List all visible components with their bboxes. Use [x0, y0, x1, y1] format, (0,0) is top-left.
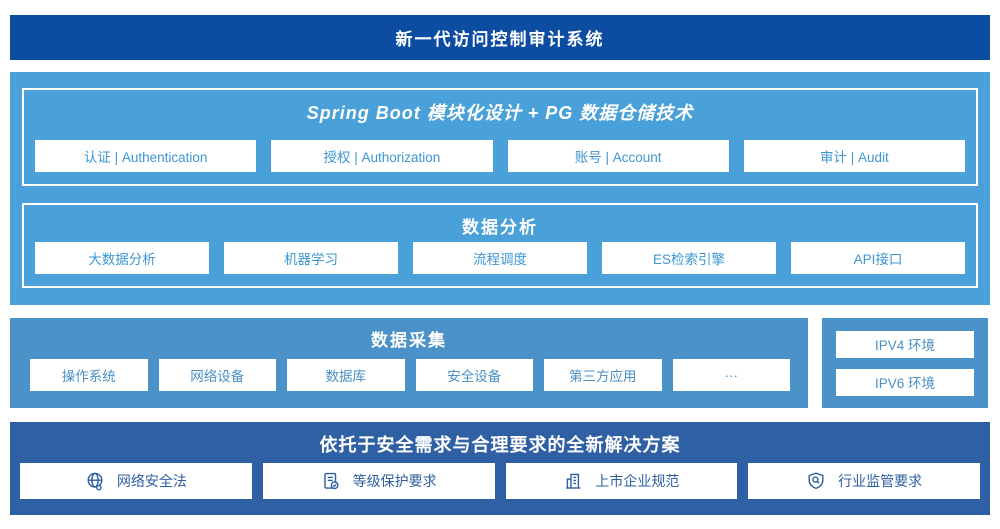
- solution-listed-company: 上市企业规范: [505, 463, 738, 499]
- module-api-interface: API接口: [791, 242, 965, 274]
- solution-cybersecurity-law: 网络安全法: [20, 463, 252, 499]
- module-audit: 审计 | Audit: [743, 140, 965, 172]
- springboot-section: Spring Boot 模块化设计 + PG 数据仓储技术 认证 | Authe…: [22, 88, 978, 186]
- header-bar: 新一代访问控制审计系统: [10, 15, 990, 60]
- data-collection-panel: 数据采集 操作系统 网络设备 数据库 安全设备 第三方应用 ···: [10, 318, 808, 408]
- module-security-device: 安全设备: [415, 359, 533, 391]
- ipv6-environment: IPV6 环境: [836, 368, 974, 396]
- data-analysis-section: 数据分析 大数据分析 机器学习 流程调度 ES检索引擎 API接口: [22, 203, 978, 288]
- solution-industry-regulation: 行业监管要求: [748, 463, 980, 499]
- solution-label: 上市企业规范: [595, 473, 680, 489]
- solution-classified-protection: 等级保护要求: [262, 463, 495, 499]
- data-collection-title: 数据采集: [371, 331, 447, 350]
- module-es-search-engine: ES检索引擎: [602, 242, 776, 274]
- ipv4-environment: IPV4 环境: [836, 330, 974, 358]
- module-more-ellipsis: ···: [672, 359, 790, 391]
- springboot-module-row: 认证 | Authentication 授权 | Authorization 账…: [35, 140, 965, 172]
- module-authentication: 认证 | Authentication: [35, 140, 257, 172]
- solution-label: 网络安全法: [116, 473, 187, 489]
- module-bigdata-analysis: 大数据分析: [35, 242, 209, 274]
- ip-environment-panel: IPV4 环境 IPV6 环境: [822, 318, 988, 408]
- module-account: 账号 | Account: [507, 140, 729, 172]
- solution-label: 等级保护要求: [352, 473, 437, 489]
- globe-icon: [85, 471, 105, 491]
- module-process-scheduling: 流程调度: [413, 242, 587, 274]
- module-operating-system: 操作系统: [30, 359, 148, 391]
- data-analysis-title: 数据分析: [462, 218, 538, 237]
- platform-panel: Spring Boot 模块化设计 + PG 数据仓储技术 认证 | Authe…: [10, 72, 990, 305]
- solution-panel: 依托于安全需求与合理要求的全新解决方案 网络安全法: [10, 422, 990, 515]
- module-database: 数据库: [287, 359, 405, 391]
- shield-search-icon: [806, 471, 826, 491]
- solution-title: 依托于安全需求与合理要求的全新解决方案: [319, 435, 681, 455]
- document-check-icon: [321, 471, 341, 491]
- solution-label: 行业监管要求: [838, 473, 923, 489]
- building-icon: [563, 471, 583, 491]
- module-authorization: 授权 | Authorization: [271, 140, 493, 172]
- springboot-section-title: Spring Boot 模块化设计 + PG 数据仓储技术: [306, 103, 694, 123]
- page-title: 新一代访问控制审计系统: [395, 30, 605, 49]
- module-network-device: 网络设备: [158, 359, 276, 391]
- data-collection-module-row: 操作系统 网络设备 数据库 安全设备 第三方应用 ···: [30, 359, 790, 391]
- module-machine-learning: 机器学习: [224, 242, 398, 274]
- module-third-party-app: 第三方应用: [544, 359, 662, 391]
- data-analysis-module-row: 大数据分析 机器学习 流程调度 ES检索引擎 API接口: [35, 242, 965, 274]
- solution-row: 网络安全法 等级保护要求: [20, 463, 980, 499]
